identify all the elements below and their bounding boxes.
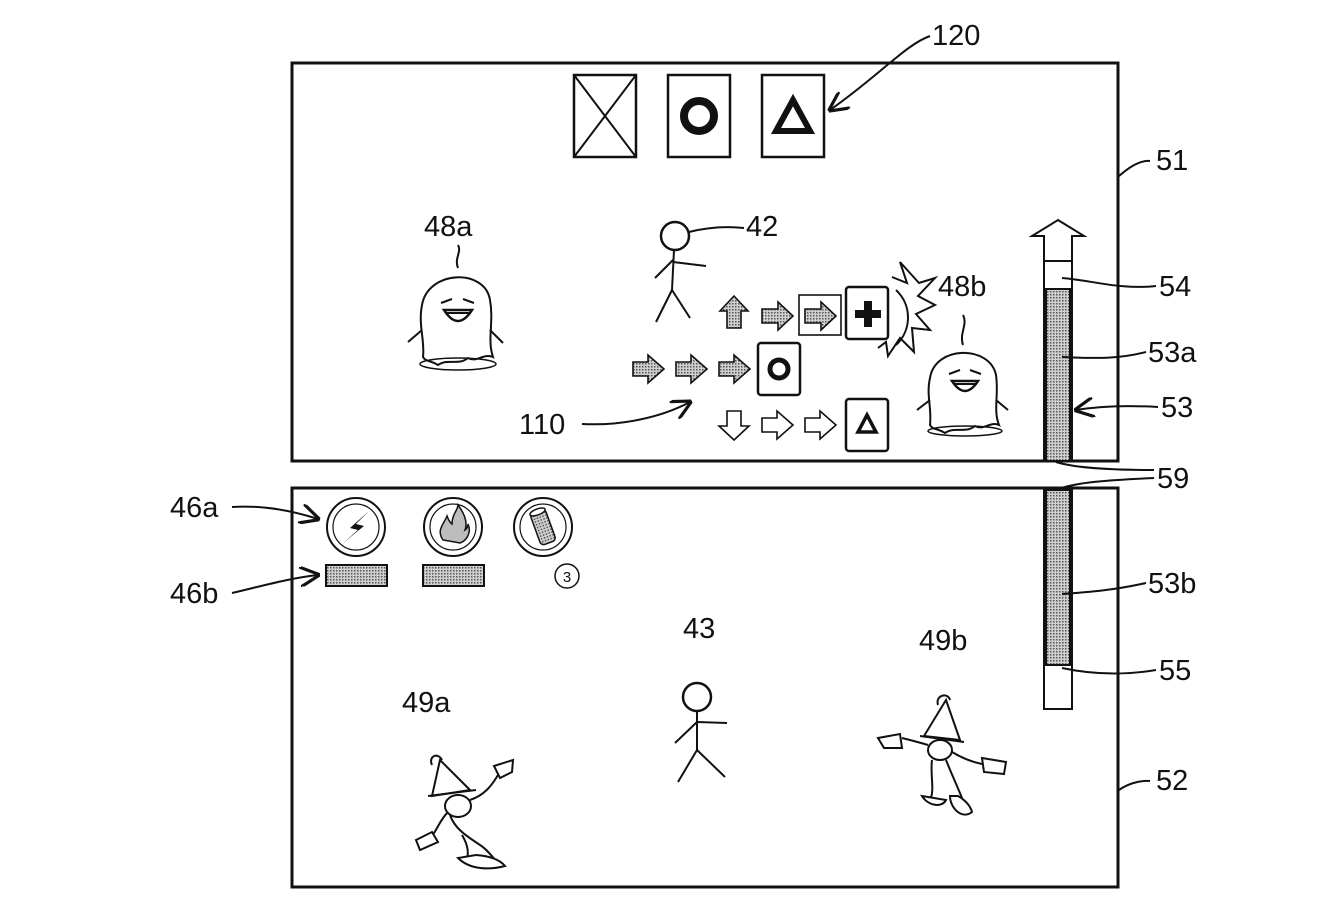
label-110: 110 [519,409,565,441]
label-49a: 49a [402,687,451,719]
label-53b: 53b [1148,568,1196,600]
leader-110 [581,402,690,426]
triangle-button-icon[interactable] [760,73,826,159]
label-55: 55 [1159,655,1191,687]
command-sequence [632,285,890,453]
impact-burst [877,261,939,359]
leader-53a [1061,351,1147,359]
leader-54 [1061,277,1157,288]
item-gauge-lightning [325,564,388,587]
leader-46b [231,575,318,594]
label-59: 59 [1157,463,1189,495]
elf-enemy-right [876,694,1008,816]
label-46a: 46a [170,492,219,524]
circle-button-icon[interactable] [666,73,732,159]
leader-120 [830,35,931,110]
triangle-button-icon [844,397,890,453]
right-arrow-icon [804,409,838,441]
player-character-upper [654,220,707,323]
ghost-enemy-right [916,314,1009,437]
leader-53 [1076,406,1159,410]
cross-button-icon[interactable] [572,73,638,159]
right-arrow-icon [804,300,838,332]
label-43: 43 [683,613,715,645]
plus-button-icon [844,285,890,341]
svg-text:3: 3 [563,569,571,586]
down-arrow-icon [716,410,752,442]
label-46b: 46b [170,578,218,610]
elf-enemy-left [414,754,515,870]
label-51: 51 [1156,145,1188,177]
leader-59a [1055,461,1155,471]
potion-icon[interactable] [513,497,573,557]
ghost-enemy-left [407,244,504,371]
label-48a: 48a [424,211,473,243]
player-character-lower [674,681,728,783]
leader-46a [231,507,318,519]
label-54: 54 [1159,271,1191,303]
label-52: 52 [1156,765,1188,797]
label-49b: 49b [919,625,967,657]
label-53: 53 [1161,392,1193,424]
item-gauge-fire [422,564,485,587]
leader-42 [688,226,745,233]
leader-55 [1061,667,1157,675]
gauge-fill-lower-overlay [1045,489,1071,666]
lightning-icon[interactable] [326,497,386,557]
potion-count-badge: 3 [554,563,580,589]
right-arrow-icon [632,353,666,385]
right-arrow-icon [761,409,795,441]
right-arrow-icon [675,353,709,385]
leader-52 [1118,779,1151,791]
label-120: 120 [932,20,980,52]
label-42: 42 [746,211,778,243]
circle-button-icon [756,341,802,397]
up-arrow-icon [718,294,750,329]
label-53a: 53a [1148,337,1197,369]
fire-icon[interactable] [423,497,483,557]
gauge-fill-upper [1045,288,1071,462]
right-arrow-icon [718,353,752,385]
leader-51 [1118,159,1151,177]
leader-53b [1061,582,1147,595]
label-48b: 48b [938,271,986,303]
right-arrow-icon [761,300,795,332]
